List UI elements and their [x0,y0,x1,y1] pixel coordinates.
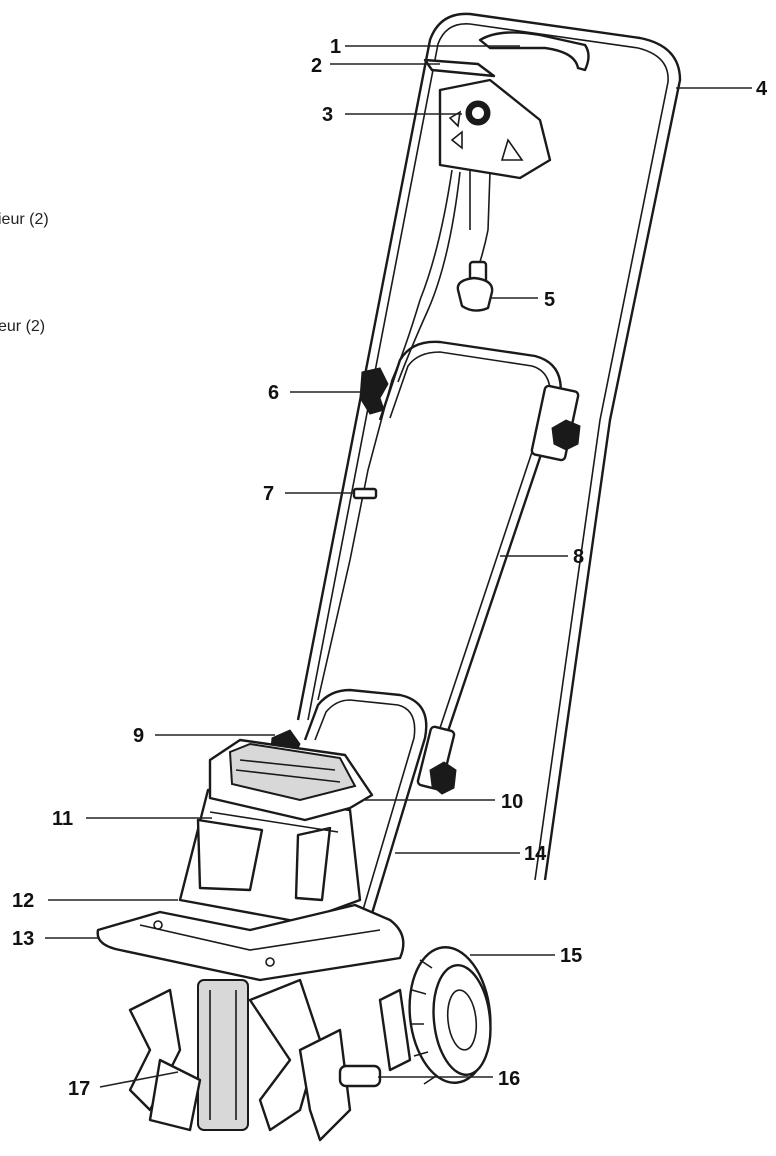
callout-3: 3 [322,104,333,126]
callout-10: 10 [501,791,523,813]
callout-8: 8 [573,546,584,568]
callout-12: 12 [12,890,34,912]
tine-shield [96,903,405,982]
callout-lines [45,45,752,1088]
callout-5: 5 [544,289,555,311]
wheel [408,946,492,1085]
callout-13: 13 [12,928,34,950]
callout-9: 9 [133,725,144,747]
callout-14: 14 [524,843,547,865]
callout-16: 16 [498,1068,520,1090]
knob-upper-right [530,384,581,462]
cord-plug [456,229,494,312]
motor-housing [178,738,374,924]
callout-6: 6 [268,382,279,404]
cropped-text-fragment-2: eur (2) [0,318,46,335]
lower-handle [303,688,428,921]
cropped-text-fragment-1: ieur (2) [0,211,49,228]
callout-1: 1 [330,36,341,58]
callout-17: 17 [68,1078,90,1100]
callout-4: 4 [756,78,768,100]
cable-clip [352,487,378,500]
knob-upper-left [359,367,389,415]
knob-lower-right [416,725,457,795]
callout-7: 7 [263,483,274,505]
switch-lever [423,31,590,78]
callout-15: 15 [560,945,582,967]
callout-2: 2 [311,55,322,77]
switch-box [438,78,552,231]
callout-11: 11 [52,808,73,830]
tines-assembly [128,978,412,1142]
